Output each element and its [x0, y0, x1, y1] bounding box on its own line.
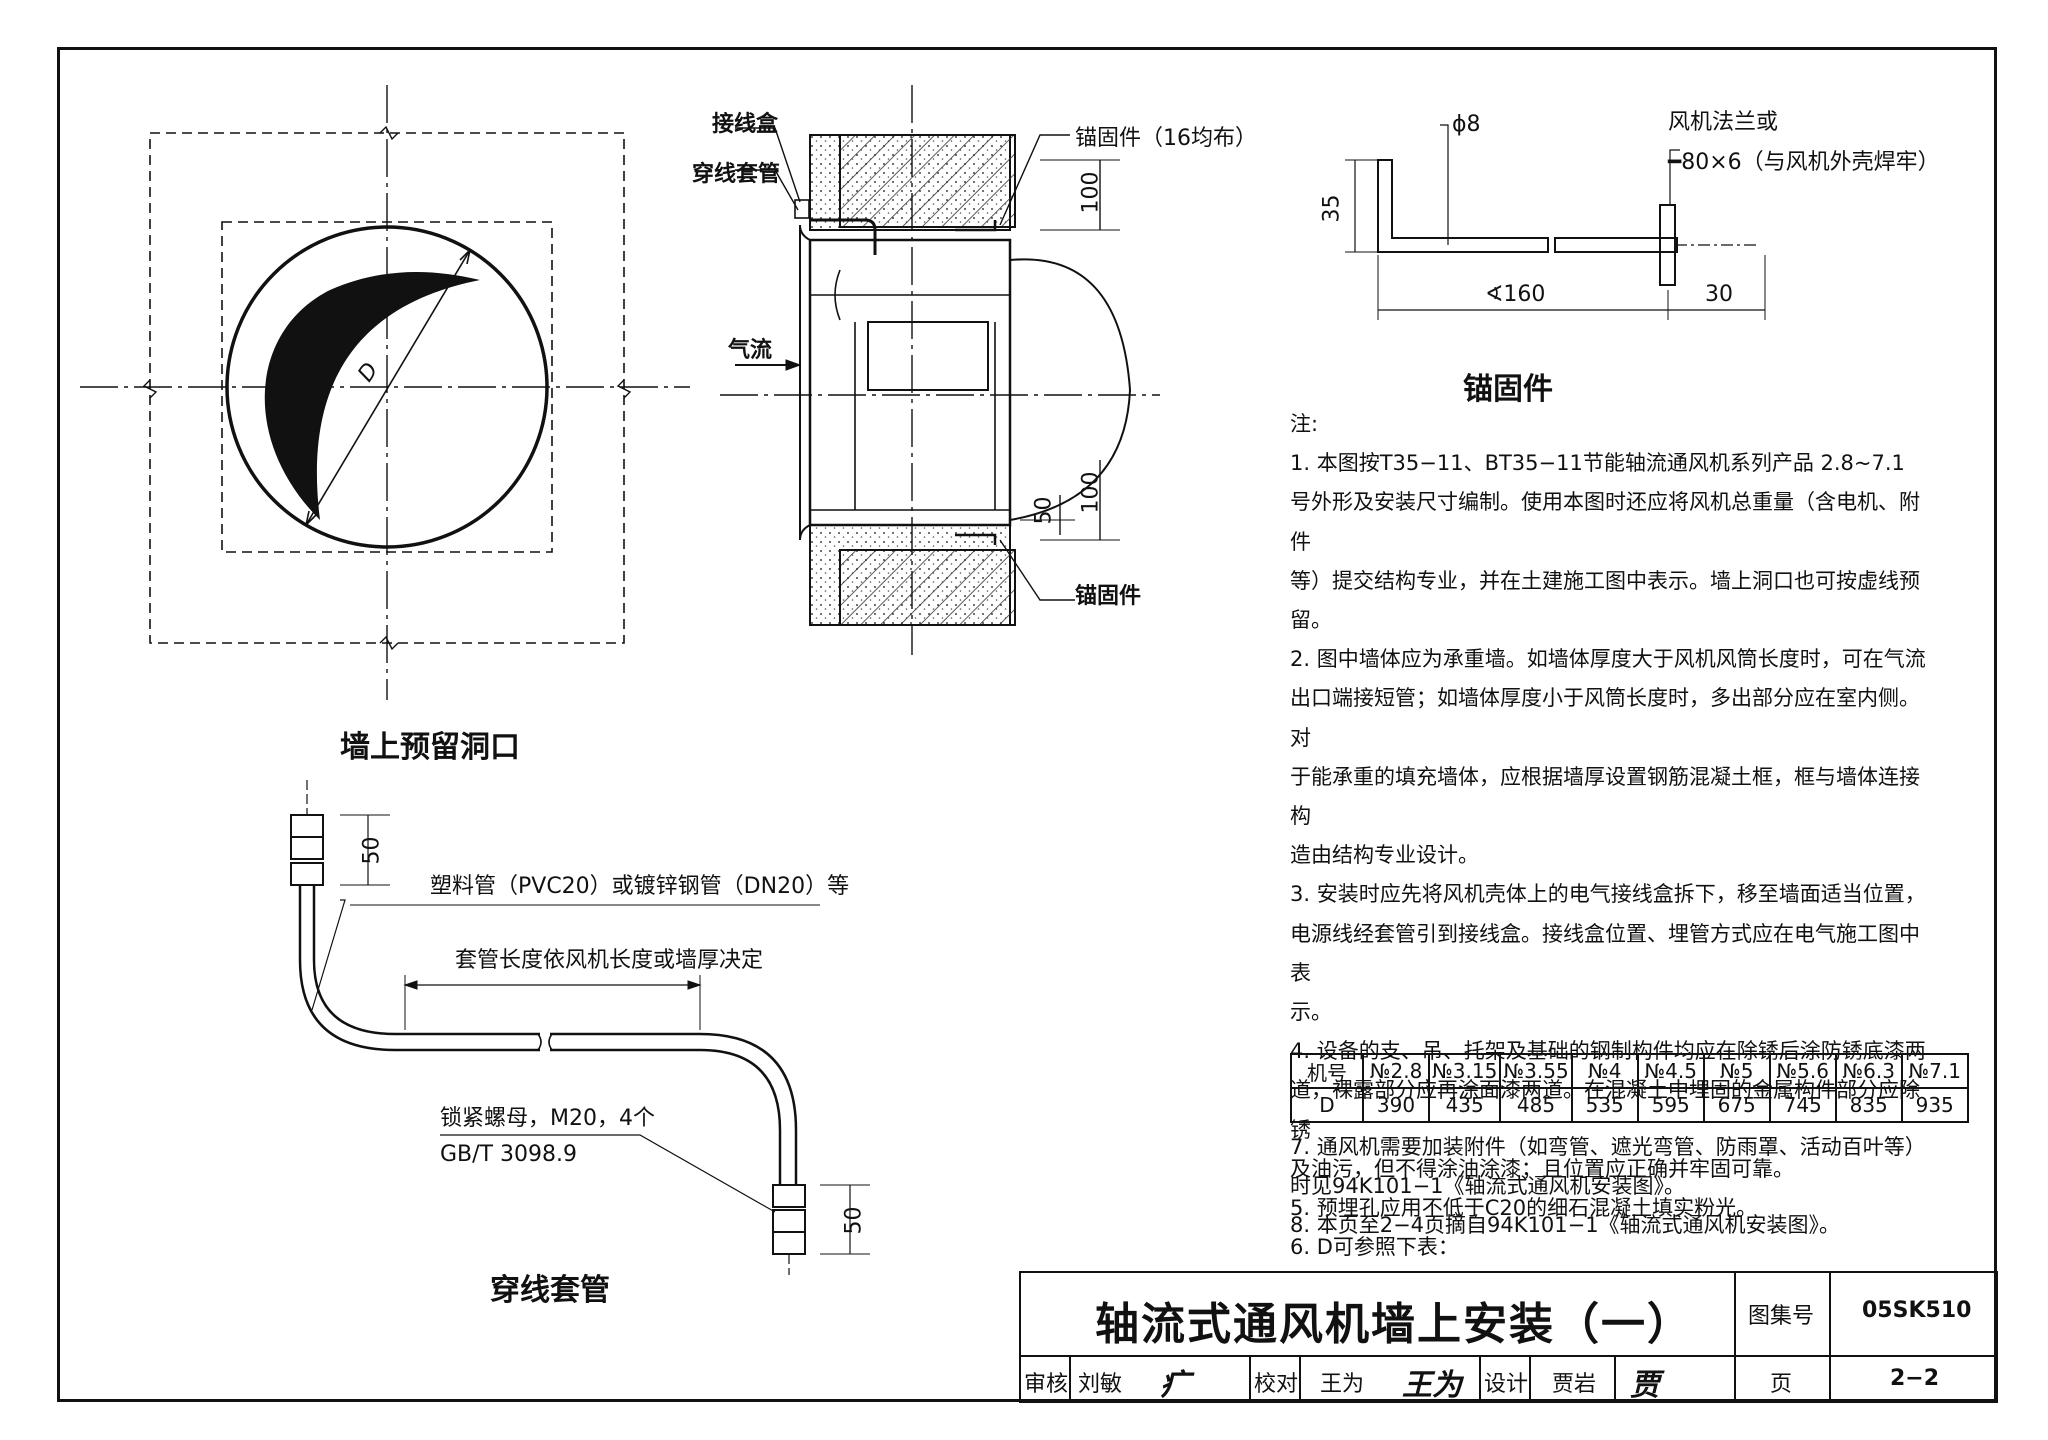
- fan-flange: [1659, 204, 1676, 286]
- table-row: D 390 435 485 535 595 675 745 835 935: [1290, 1087, 1969, 1123]
- d-dimension-table: 机号 №2.8 №3.15 №3.55 №4 №4.5 №5 №5.6 №6.3…: [1290, 1053, 1969, 1123]
- note-line: 时见94K101−1《轴流式通风机安装图》。: [1290, 1174, 1686, 1199]
- note-line: 号外形及安装尺寸编制。使用本图时还应将风机总重量（含电机、附件: [1290, 490, 1920, 554]
- table-cell: 535: [1570, 1087, 1639, 1123]
- anchor-dim-160: ∢160: [1485, 282, 1546, 307]
- table-row: 机号 №2.8 №3.15 №3.55 №4 №4.5 №5 №5.6 №6.3…: [1290, 1053, 1969, 1089]
- table-cell: №7.1: [1900, 1053, 1969, 1089]
- table-cell: 935: [1900, 1087, 1969, 1123]
- table-cell: №2.8: [1362, 1053, 1430, 1089]
- wire-sleeve-label: 穿线套管: [692, 162, 781, 187]
- flange-label-line1: 风机法兰或: [1668, 110, 1779, 135]
- dim-100-bottom: 100: [1078, 471, 1104, 514]
- note-line: 1. 本图按T35−11、BT35−11节能轴流通风机系列产品 2.8~7.1: [1290, 451, 1905, 476]
- atlas-number: 05SK510: [1862, 1298, 1972, 1323]
- note-line: 电源线经套管引到接线盒。接线盒位置、埋管方式应在电气施工图中表: [1290, 921, 1920, 985]
- table-cell: №5: [1702, 1053, 1771, 1089]
- sleeve-dim-50-top: 50: [359, 836, 385, 865]
- junction-box: [794, 199, 810, 219]
- notes-heading: 注:: [1290, 412, 1319, 436]
- design-name: 贾岩: [1552, 1372, 1597, 1397]
- table-cell: №3.55: [1499, 1053, 1573, 1089]
- anchor-bottom-label: 锚固件: [1075, 584, 1142, 609]
- rotation-arrow-icon: [264, 271, 480, 520]
- table-cell: 675: [1702, 1087, 1771, 1123]
- table-header-cell: 机号: [1290, 1053, 1364, 1089]
- review-label: 审核: [1024, 1372, 1069, 1397]
- sleeve-dim-50-bottom: 50: [841, 1206, 867, 1235]
- drawing-title: 轴流式通风机墙上安装（一）: [1095, 1299, 1693, 1350]
- dim-50-section: 50: [1031, 496, 1057, 525]
- note-line: 3. 安装时应先将风机壳体上的电气接线盒拆下，移至墙面适当位置，: [1290, 882, 1926, 907]
- design-label: 设计: [1484, 1372, 1529, 1397]
- check-label: 校对: [1254, 1372, 1299, 1397]
- title-block-lines: [1019, 1271, 1998, 1403]
- motor: [867, 321, 989, 391]
- sleeve-length-label: 套管长度依风机长度或墙厚决定: [455, 948, 764, 973]
- sleeve-detail: [290, 780, 870, 1275]
- note-line: 7. 通风机需要加装附件（如弯管、遮光弯管、防雨罩、活动百叶等）: [1290, 1135, 1926, 1159]
- anchor-detail-title: 锚固件: [1463, 372, 1553, 407]
- anchor-dim-30: 30: [1705, 282, 1733, 307]
- drawing-frame: [57, 47, 1997, 1402]
- table-cell: 435: [1427, 1087, 1502, 1123]
- table-header-cell: D: [1290, 1087, 1364, 1123]
- dim-100-top: 100: [1078, 171, 1104, 214]
- anchor-dim-35: 35: [1319, 194, 1345, 223]
- anchor-top-label: 锚固件（16均布）: [1075, 126, 1257, 151]
- opening-view-title: 墙上预留洞口: [340, 730, 520, 765]
- note-line: 8. 本页至2−4页摘自94K101−1《轴流式通风机安装图》。: [1290, 1213, 1841, 1238]
- lock-nut-standard: GB/T 3098.9: [440, 1142, 577, 1167]
- table-cell: №3.15: [1427, 1053, 1502, 1089]
- pipe-material-label: 塑料管（PVC20）或镀锌钢管（DN20）等: [430, 874, 850, 899]
- review-signature: 疒: [1160, 1368, 1190, 1403]
- table-cell: 595: [1636, 1087, 1705, 1123]
- flange-label-line2: ━80×6（与风机外壳焊牢）: [1668, 150, 1940, 175]
- table-cell: №6.3: [1834, 1053, 1903, 1089]
- page-number: 2−2: [1890, 1366, 1940, 1391]
- junction-box-label: 接线盒: [712, 112, 779, 137]
- review-name: 刘敏: [1078, 1372, 1123, 1397]
- sleeve-detail-title: 穿线套管: [490, 1273, 610, 1308]
- anchor-phi-label: ϕ8: [1452, 112, 1481, 137]
- section-view: [720, 85, 1160, 655]
- airflow-label: 气流: [728, 338, 773, 363]
- note-line: 示。: [1290, 1000, 1332, 1025]
- note-line: 及油污，但不得涂油涂漆；且位置应正确并牢固可靠。: [1290, 1156, 1794, 1181]
- page-label: 页: [1770, 1372, 1793, 1397]
- table-cell: 835: [1834, 1087, 1903, 1123]
- check-signature: 王为: [1402, 1368, 1462, 1403]
- note-line: 等）提交结构专业，并在土建施工图中表示。墙上洞口也可按虚线预留。: [1290, 568, 1920, 633]
- anchor-detail: [1345, 124, 1766, 320]
- notes-after-table: 7. 通风机需要加装附件（如弯管、遮光弯管、防雨罩、活动百叶等） 时见94K10…: [1290, 1128, 1930, 1246]
- note-line: 5. 预埋孔应用不低于C20的细石混凝土填实粉光。: [1290, 1196, 1758, 1221]
- fan-housing: [808, 238, 1012, 527]
- table-cell: 745: [1768, 1087, 1837, 1123]
- note-line: 于能承重的填充墙体，应根据墙厚设置钢筋混凝土框，框与墙体连接构: [1290, 764, 1920, 829]
- note-line: 出口端接短管；如墙体厚度小于风筒长度时，多出部分应在室内侧。对: [1290, 686, 1920, 750]
- design-signature: 贾: [1630, 1368, 1660, 1403]
- atlas-label: 图集号: [1748, 1304, 1815, 1329]
- note-line: 6. D可参照下表：: [1290, 1235, 1459, 1260]
- table-cell: №5.6: [1768, 1053, 1837, 1089]
- wall-opening-view: [80, 85, 690, 700]
- table-cell: №4.5: [1636, 1053, 1705, 1089]
- note-line: 造由结构专业设计。: [1290, 843, 1479, 868]
- table-cell: 390: [1362, 1087, 1430, 1123]
- check-name: 王为: [1320, 1372, 1365, 1397]
- outlet-guard: [1009, 258, 1132, 521]
- note-line: 2. 图中墙体应为承重墙。如墙体厚度大于风机风筒长度时，可在气流: [1290, 647, 1926, 672]
- table-cell: №4: [1570, 1053, 1639, 1089]
- anchor-rod: [1377, 159, 1549, 253]
- lock-nut-label: 锁紧螺母，M20，4个: [440, 1106, 655, 1131]
- table-cell: 485: [1499, 1087, 1573, 1123]
